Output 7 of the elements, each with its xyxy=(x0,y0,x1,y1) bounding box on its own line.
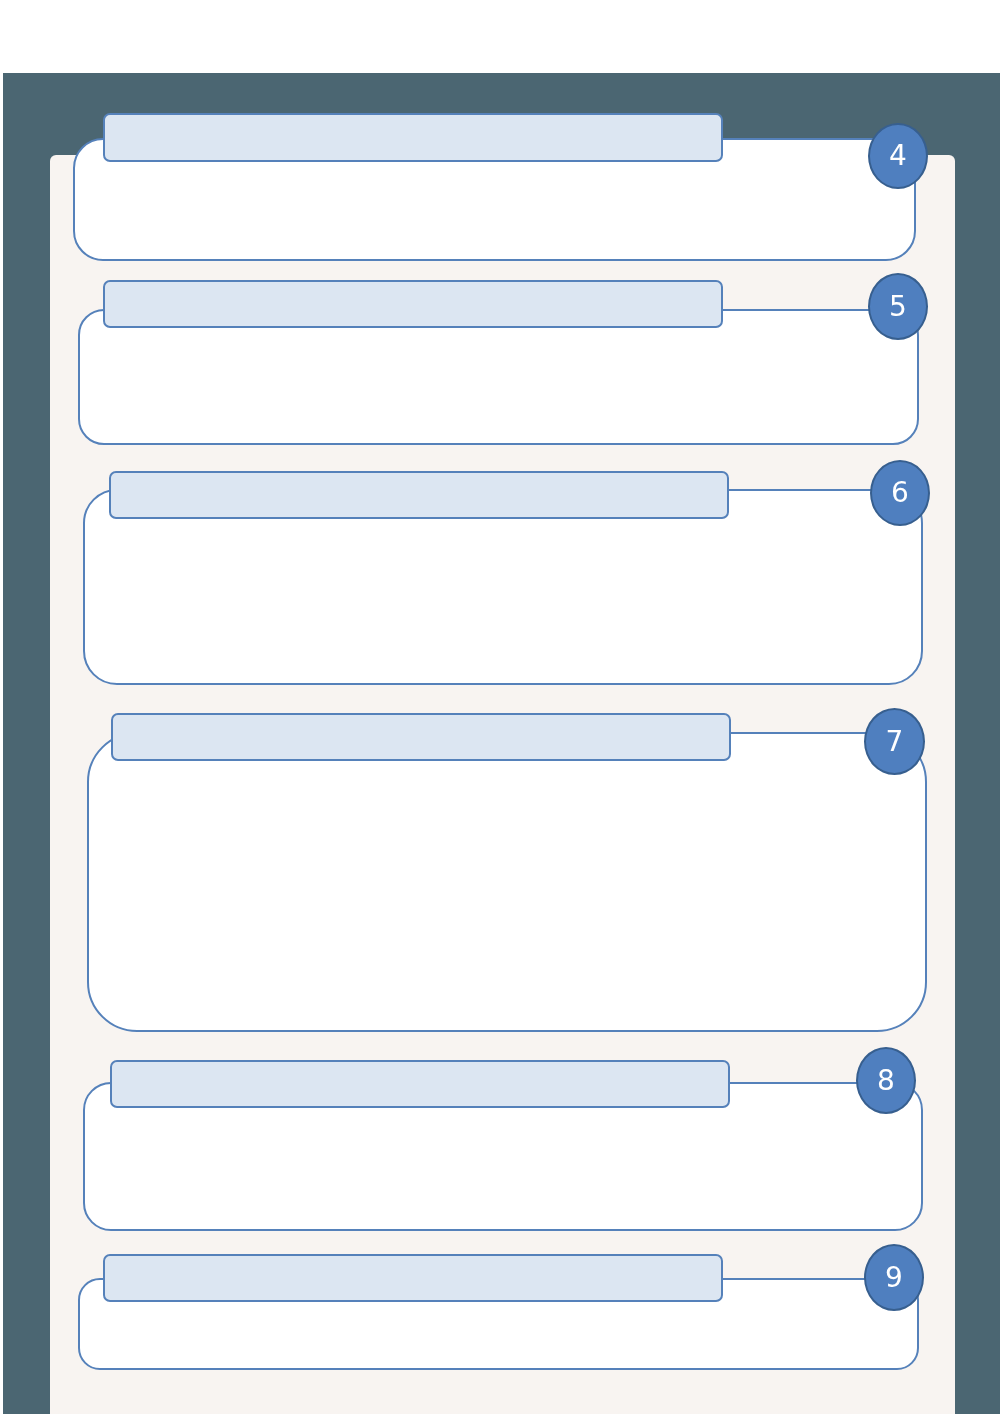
heading-field xyxy=(103,1254,723,1302)
heading-field xyxy=(103,280,723,328)
heading-field xyxy=(103,113,723,162)
heading-field xyxy=(109,471,729,519)
answer-box xyxy=(87,732,927,1032)
heading-field xyxy=(111,713,731,761)
heading-field xyxy=(110,1060,730,1108)
